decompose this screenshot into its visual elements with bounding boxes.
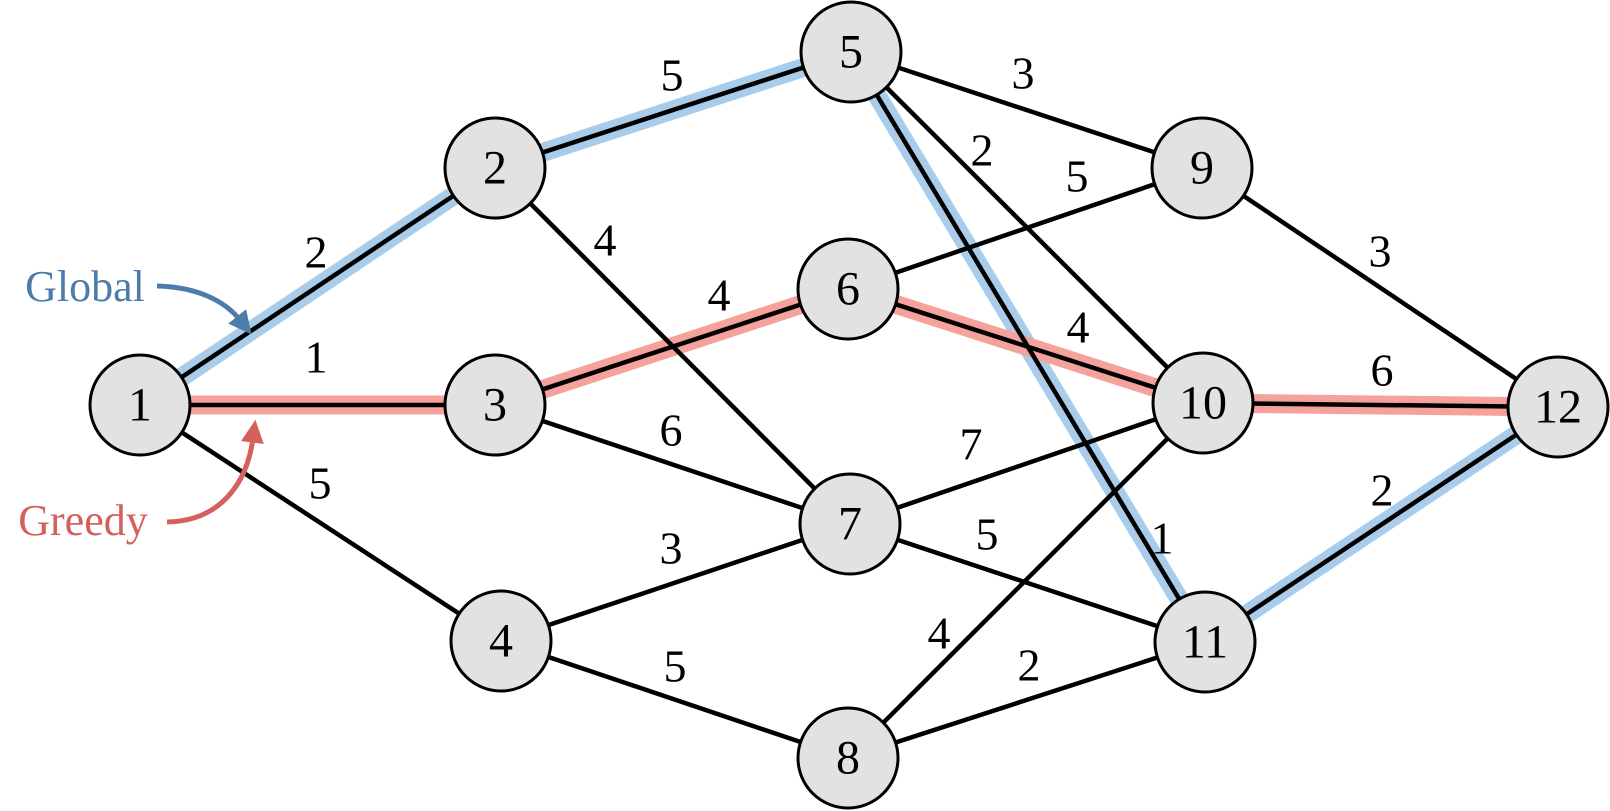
global-path-arrow (156, 283, 252, 335)
edge-weight-11-12: 2 (1371, 465, 1394, 516)
node-1-label: 1 (128, 379, 152, 432)
node-3: 3 (443, 353, 547, 457)
node-9-circle (1150, 116, 1254, 220)
edge-weight-6-9: 5 (1066, 151, 1089, 202)
edges-layer (138, 49, 1560, 761)
edge-weight-4-8: 5 (664, 641, 687, 692)
edge-weight-9-12: 3 (1369, 226, 1392, 277)
node-6: 6 (796, 237, 900, 341)
node-10-circle (1151, 351, 1255, 455)
edge-11-12 (1203, 405, 1560, 644)
node-8: 8 (796, 706, 900, 810)
node-4-label: 4 (489, 615, 513, 668)
edge-10-12 (1202, 400, 1559, 410)
edge-weight-1-2: 2 (305, 227, 328, 278)
edge-weight-8-10: 4 (928, 608, 951, 659)
node-8-label: 8 (836, 732, 860, 785)
node-8-circle (796, 706, 900, 810)
node-2-label: 2 (483, 142, 507, 195)
edge-weight-2-7: 4 (594, 215, 617, 266)
edge-weight-2-5: 5 (661, 50, 684, 101)
edge-7-10 (849, 400, 1204, 527)
node-1: 1 (88, 353, 192, 457)
node-5: 5 (799, 0, 903, 104)
node-7-circle (798, 472, 902, 576)
node-4: 4 (449, 589, 553, 693)
edge-1-4 (138, 403, 503, 643)
node-7-label: 7 (838, 498, 862, 551)
node-10: 10 (1151, 351, 1255, 455)
edge-5-9 (850, 49, 1203, 171)
node-3-label: 3 (483, 379, 507, 432)
edge-1-2 (138, 166, 497, 407)
edge-weight-4-7: 3 (660, 523, 683, 574)
node-6-circle (796, 237, 900, 341)
node-12-label: 12 (1534, 381, 1582, 434)
edge-weight-3-6: 4 (708, 270, 731, 321)
edge-weight-1-3: 1 (305, 332, 328, 383)
edge-weight-6-10: 4 (1067, 302, 1090, 353)
edge-weight-5-10: 2 (971, 125, 994, 176)
edge-weight-5-11: 1 (1151, 513, 1174, 564)
node-9-label: 9 (1190, 142, 1214, 195)
node-7: 7 (798, 472, 902, 576)
edge-weight-10-12: 6 (1371, 345, 1394, 396)
edge-weight-5-9: 3 (1012, 48, 1035, 99)
node-5-label: 5 (839, 26, 863, 79)
edge-7-11 (849, 521, 1206, 645)
node-10-label: 10 (1179, 377, 1227, 430)
edge-weight-7-11: 5 (976, 509, 999, 560)
edge-4-8 (500, 638, 849, 761)
edge-weight-3-7: 6 (660, 405, 683, 456)
node-1-circle (88, 353, 192, 457)
node-6-label: 6 (836, 263, 860, 316)
node-11-label: 11 (1182, 616, 1228, 669)
node-12: 12 (1506, 355, 1610, 459)
greedy-path-arrow (166, 419, 264, 525)
node-3-circle (443, 353, 547, 457)
edge-8-10 (846, 401, 1205, 760)
node-5-circle (799, 0, 903, 104)
node-4-circle (449, 589, 553, 693)
edge-3-6 (494, 286, 849, 408)
node-9: 9 (1150, 116, 1254, 220)
edge-weight-1-4: 5 (309, 458, 332, 509)
node-12-circle (1506, 355, 1610, 459)
edge-weight-7-10: 7 (960, 419, 983, 470)
edge-8-11 (847, 639, 1206, 761)
edge-6-10 (847, 286, 1204, 406)
edge-weight-8-11: 2 (1018, 640, 1041, 691)
node-2-circle (443, 116, 547, 220)
greedy-path-label: Greedy (18, 496, 148, 545)
global-path-label: Global (25, 262, 145, 311)
edge-6-9 (847, 165, 1203, 292)
edge-9-12 (1200, 166, 1560, 409)
node-11-circle (1153, 590, 1257, 694)
edge-2-5 (494, 49, 852, 171)
edge-4-7 (500, 521, 851, 644)
edge-3-7 (494, 402, 851, 527)
node-11: 11 (1153, 590, 1257, 694)
node-2: 2 (443, 116, 547, 220)
